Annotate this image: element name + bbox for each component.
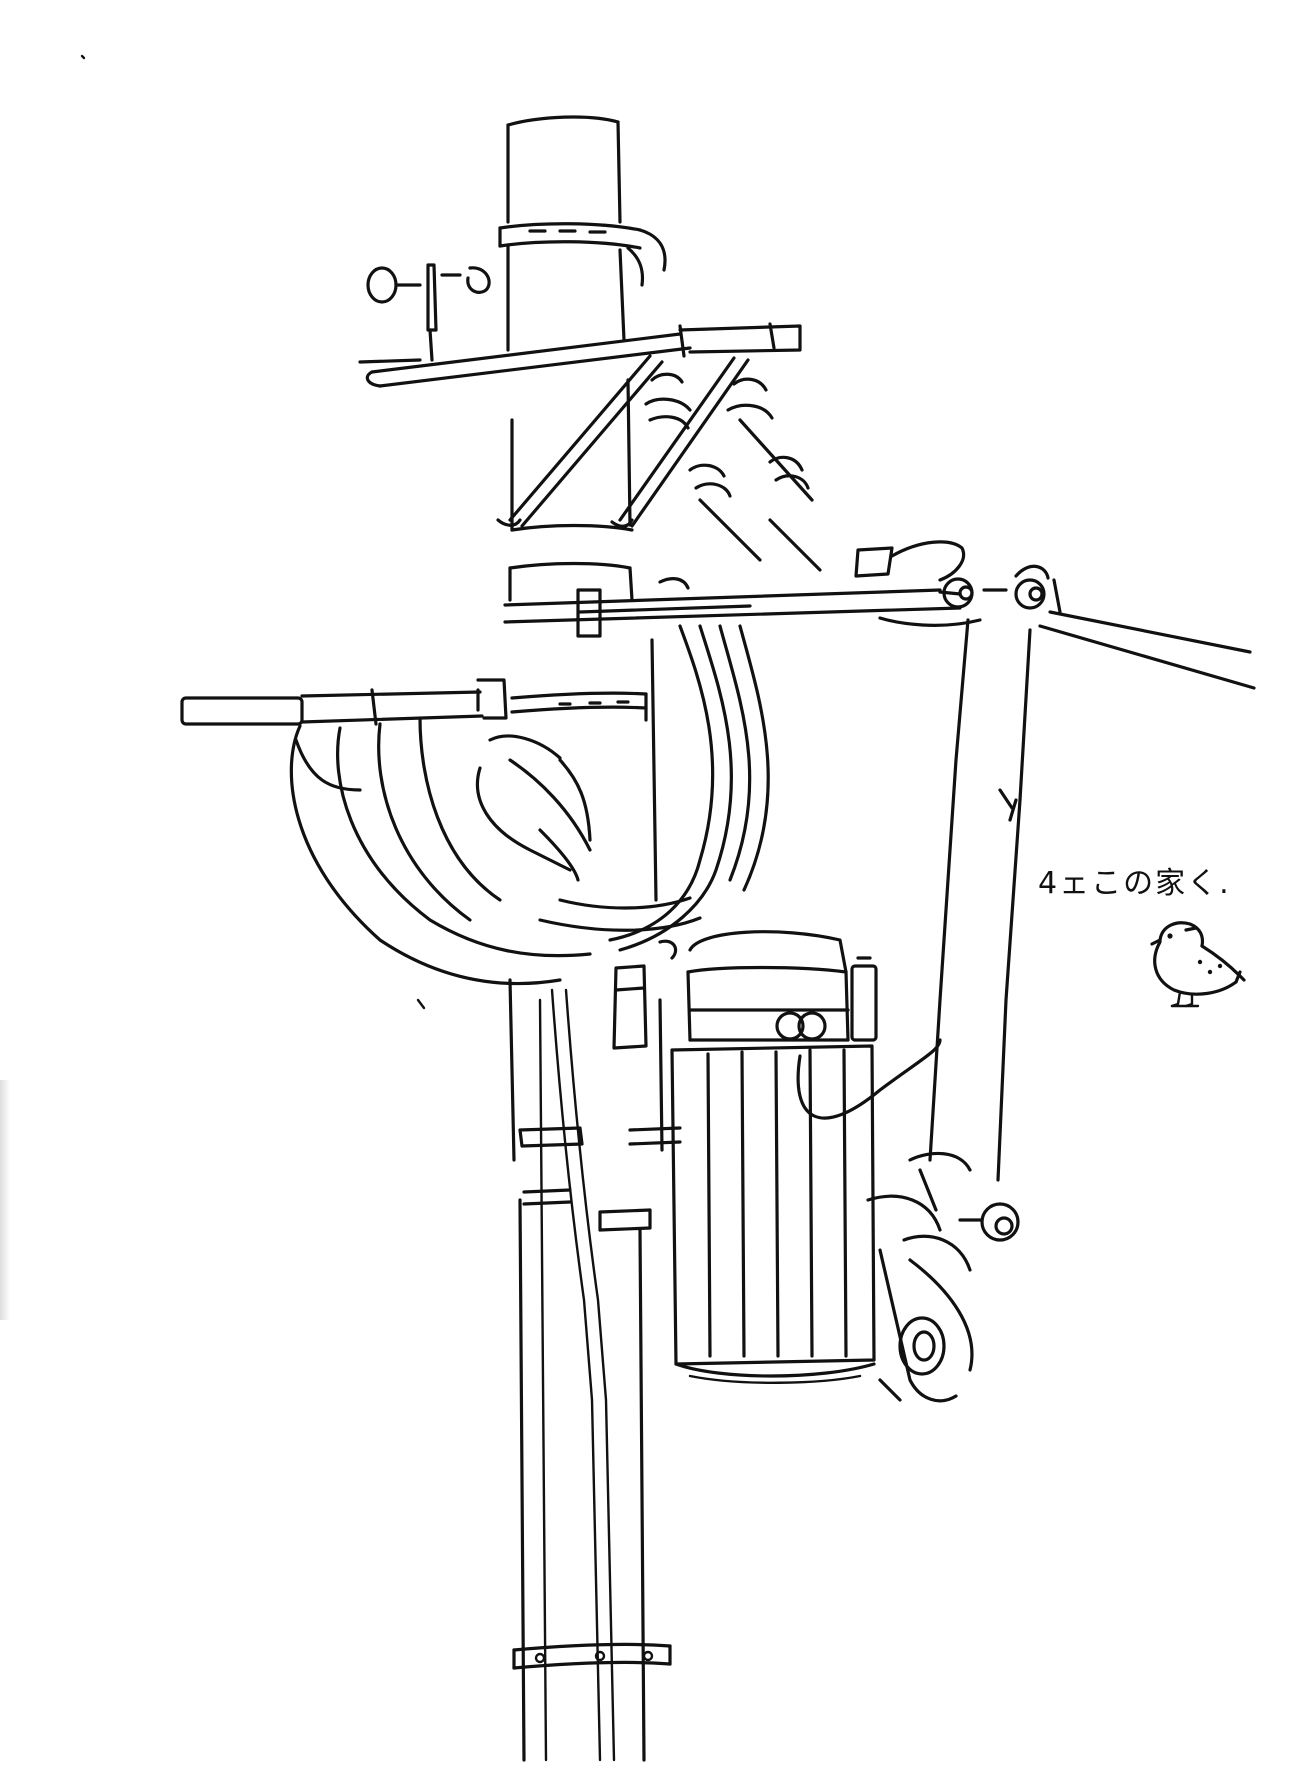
hanging-cable-loops [289,716,592,986]
top-pin-insulator [366,263,491,362]
handwritten-caption: 4ェこの家く. [1038,866,1231,901]
upper-clamp-band [498,222,667,287]
lower-bands [518,1126,682,1232]
service-drop-wires [796,618,1032,1182]
crossarm-braces [496,354,750,528]
cable-sleeve [475,734,592,882]
transformer-bracket [866,1151,1020,1403]
bottom-clamp-band [512,1642,672,1670]
transformer [612,930,878,1384]
main-crossarm [503,577,982,638]
descending-cables [538,624,770,952]
left-bracket-band [510,691,648,722]
left-arm [180,678,508,726]
pole-top [506,115,622,224]
middle-band [508,523,634,602]
pole-shaft-upper [506,244,632,532]
pole-cable-pair [538,988,616,1762]
stray-marks [80,54,426,1010]
paper-edge-smudge [0,1080,10,1320]
bell-insulators [644,372,822,572]
top-crossarm [358,322,802,388]
dead-end-assembly [854,540,1256,690]
bird-icon [1150,921,1246,1008]
